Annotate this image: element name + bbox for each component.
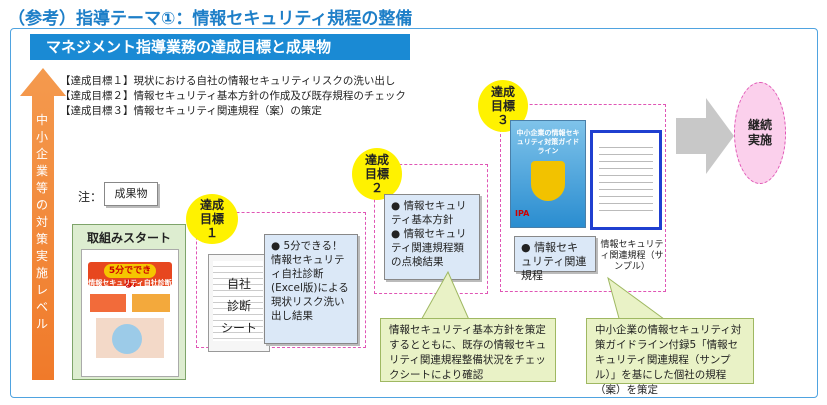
goal1-area	[196, 212, 366, 348]
cover-title: 情報セキュリティ自社診断	[88, 279, 172, 287]
goal3-badge-line1: 達成	[490, 85, 515, 99]
goal2-item-2: ● 情報セキュリティ関連規程類の点検結果	[391, 228, 467, 268]
start-label: 取組みスタート	[86, 231, 171, 245]
goal3-badge-line3: ３	[496, 113, 509, 127]
continue-arrow	[676, 98, 734, 174]
goal2-badge-line3: ２	[370, 181, 383, 195]
cover-block-2	[132, 294, 170, 312]
goal2-badge: 達成 目標 ２	[352, 148, 402, 200]
goal-line-1: 【達成目標１】現状における自社の情報セキュリティリスクの洗い出し	[60, 75, 396, 87]
continue-oval	[734, 82, 786, 184]
level-arrow-label: 中小企業等の対策実施レベル	[35, 113, 48, 331]
content-frame	[10, 28, 818, 398]
legend-label: 注：	[78, 190, 103, 204]
goal2-item-1: ● 情報セキュリティ基本方針	[391, 200, 467, 226]
sheet-line1: 自社	[226, 277, 251, 291]
goal1-badge-line1: 達成	[199, 198, 224, 212]
guideline-book: 中小企業の情報セキュリティ対策ガイドライン IPA	[510, 120, 586, 228]
continue-label: 継続実施	[747, 118, 772, 147]
cover-block-1	[90, 294, 126, 312]
shield-icon	[531, 161, 565, 201]
goal2-deliverable: ● 情報セキュリティ基本方針 ● 情報セキュリティ関連規程類の点検結果	[384, 194, 480, 280]
goal1-badge: 達成 目標 １	[186, 194, 238, 244]
book-title: 中小企業の情報セキュリティ対策ガイドライン	[516, 129, 580, 155]
cover-badge: 5分でできる!	[104, 264, 156, 290]
goal3-badge-line2: 目標	[490, 99, 515, 113]
callout-goal3: 中小企業の情報セキュリティ対策ガイドライン付録5「情報セキュリティ関連規程（サン…	[586, 318, 754, 396]
start-box: 取組みスタート 5分でできる! 情報セキュリティ自社診断	[72, 224, 186, 380]
self-check-cover: 5分でできる! 情報セキュリティ自社診断	[81, 249, 179, 377]
sheet-line2: 診断	[226, 299, 251, 313]
level-arrow	[20, 68, 66, 380]
goal2-badge-line2: 目標	[364, 167, 389, 181]
goal1-badge-line3: １	[205, 226, 218, 240]
check-sheet: 自社 診断 シート	[208, 254, 270, 352]
legend-box: 成果物	[104, 182, 158, 206]
page-title: （参考）指導テーマ①：情報セキュリティ規程の整備	[8, 9, 413, 29]
callout-goal2: 情報セキュリティ基本方針を策定するとともに、既存の情報セキュリティ関連規程整備状…	[380, 318, 556, 382]
goal-line-2: 【達成目標２】情報セキュリティ基本方針の作成及び既存規程のチェック	[60, 90, 406, 102]
cover-globe	[112, 324, 142, 354]
goal1-deliverable: ● 5分できる！情報セキュリティ自社診断(Excel版)による現状リスク洗い出し…	[264, 234, 358, 344]
sheet-line3: シート	[220, 321, 257, 335]
section-banner: マネジメント指導業務の達成目標と成果物	[30, 34, 410, 60]
goals-list: 【達成目標１】現状における自社の情報セキュリティリスクの洗い出し 【達成目標２】…	[60, 74, 406, 119]
sample-caption: 情報セキュリティ関連規程（サンプル）	[600, 240, 664, 272]
goal3-deliverable: ● 情報セキュリティ関連規程	[514, 236, 596, 282]
ipa-logo: IPA	[515, 209, 530, 218]
goal3-area	[500, 104, 666, 292]
goal-line-3: 【達成目標３】情報セキュリティ関連規程（案）の策定	[60, 105, 322, 117]
goal2-area	[374, 164, 488, 294]
sample-rules-doc	[590, 130, 662, 230]
goal1-badge-line2: 目標	[199, 212, 224, 226]
goal2-badge-line1: 達成	[364, 153, 389, 167]
